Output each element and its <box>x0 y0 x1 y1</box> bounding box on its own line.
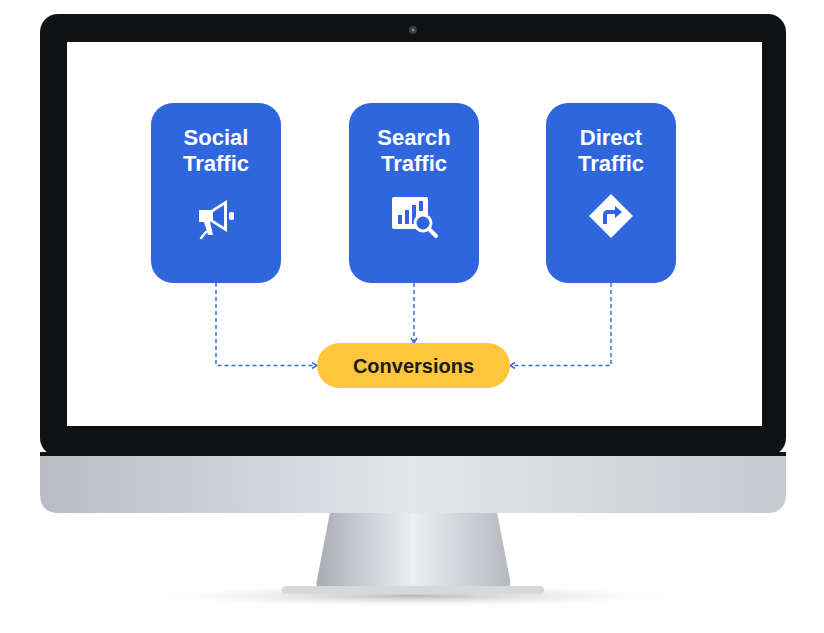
traffic-box: Social Traffic <box>151 103 281 283</box>
camera-dot <box>409 26 417 34</box>
dashed-connector <box>216 283 317 366</box>
monitor-bezel <box>40 14 786 456</box>
pill-label: Conversions <box>333 354 494 378</box>
traffic-box: Direct Traffic <box>546 103 676 283</box>
floor-shadow <box>123 584 703 608</box>
camera-lens <box>411 28 414 31</box>
dashed-connector <box>510 283 611 366</box>
dashed-connector <box>413 283 415 343</box>
megaphone-icon <box>191 191 241 241</box>
box-title: Direct Traffic <box>546 103 676 177</box>
conversion-pill: Conversions <box>317 343 510 388</box>
screen <box>67 42 762 426</box>
search-chart-icon <box>388 191 440 241</box>
bezel-edge <box>40 452 786 456</box>
traffic-box: Search Traffic <box>349 103 479 283</box>
stand-base <box>282 586 544 594</box>
box-title: Search Traffic <box>349 103 479 177</box>
monitor-chin <box>40 452 786 513</box>
direction-sign-icon <box>586 191 636 241</box>
box-title: Social Traffic <box>151 103 281 177</box>
monitor-stand <box>316 512 510 591</box>
